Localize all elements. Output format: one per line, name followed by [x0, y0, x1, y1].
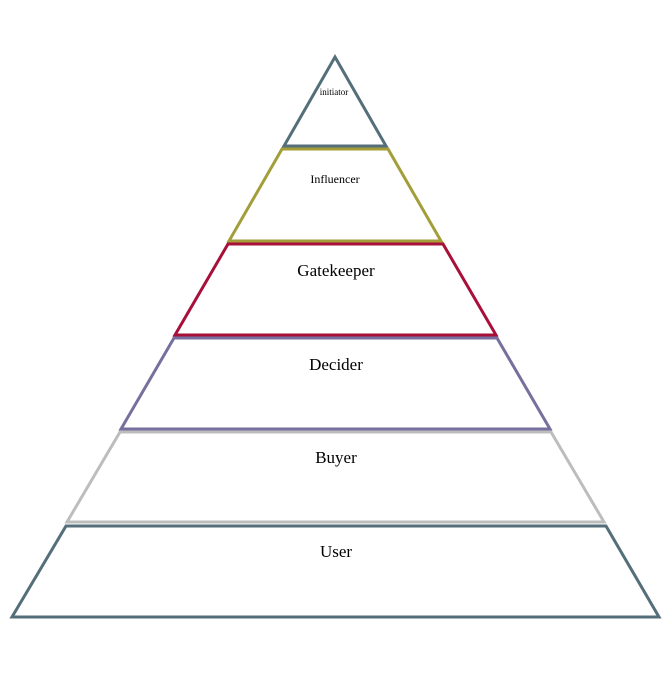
tier-buyer: Buyer	[64, 430, 607, 524]
tier-influencer-label: Influencer	[310, 172, 359, 186]
tier-initiator: initiator	[281, 53, 389, 148]
tier-initiator-shape	[281, 53, 389, 148]
tier-influencer-shape	[226, 147, 444, 243]
tier-user-label: User	[320, 542, 352, 561]
tier-gatekeeper: Gatekeeper	[172, 242, 499, 337]
tier-user: User	[9, 524, 662, 619]
tier-buyer-shape	[64, 430, 607, 524]
tier-gatekeeper-label: Gatekeeper	[297, 261, 375, 280]
tier-user-shape	[9, 524, 662, 619]
tier-buyer-label: Buyer	[315, 448, 357, 467]
tier-decider: Decider	[118, 336, 553, 431]
tier-initiator-label: initiator	[320, 87, 349, 97]
tier-decider-shape	[118, 336, 553, 431]
tier-decider-label: Decider	[309, 355, 363, 374]
tier-gatekeeper-shape	[172, 242, 499, 337]
tier-influencer: Influencer	[226, 147, 444, 243]
